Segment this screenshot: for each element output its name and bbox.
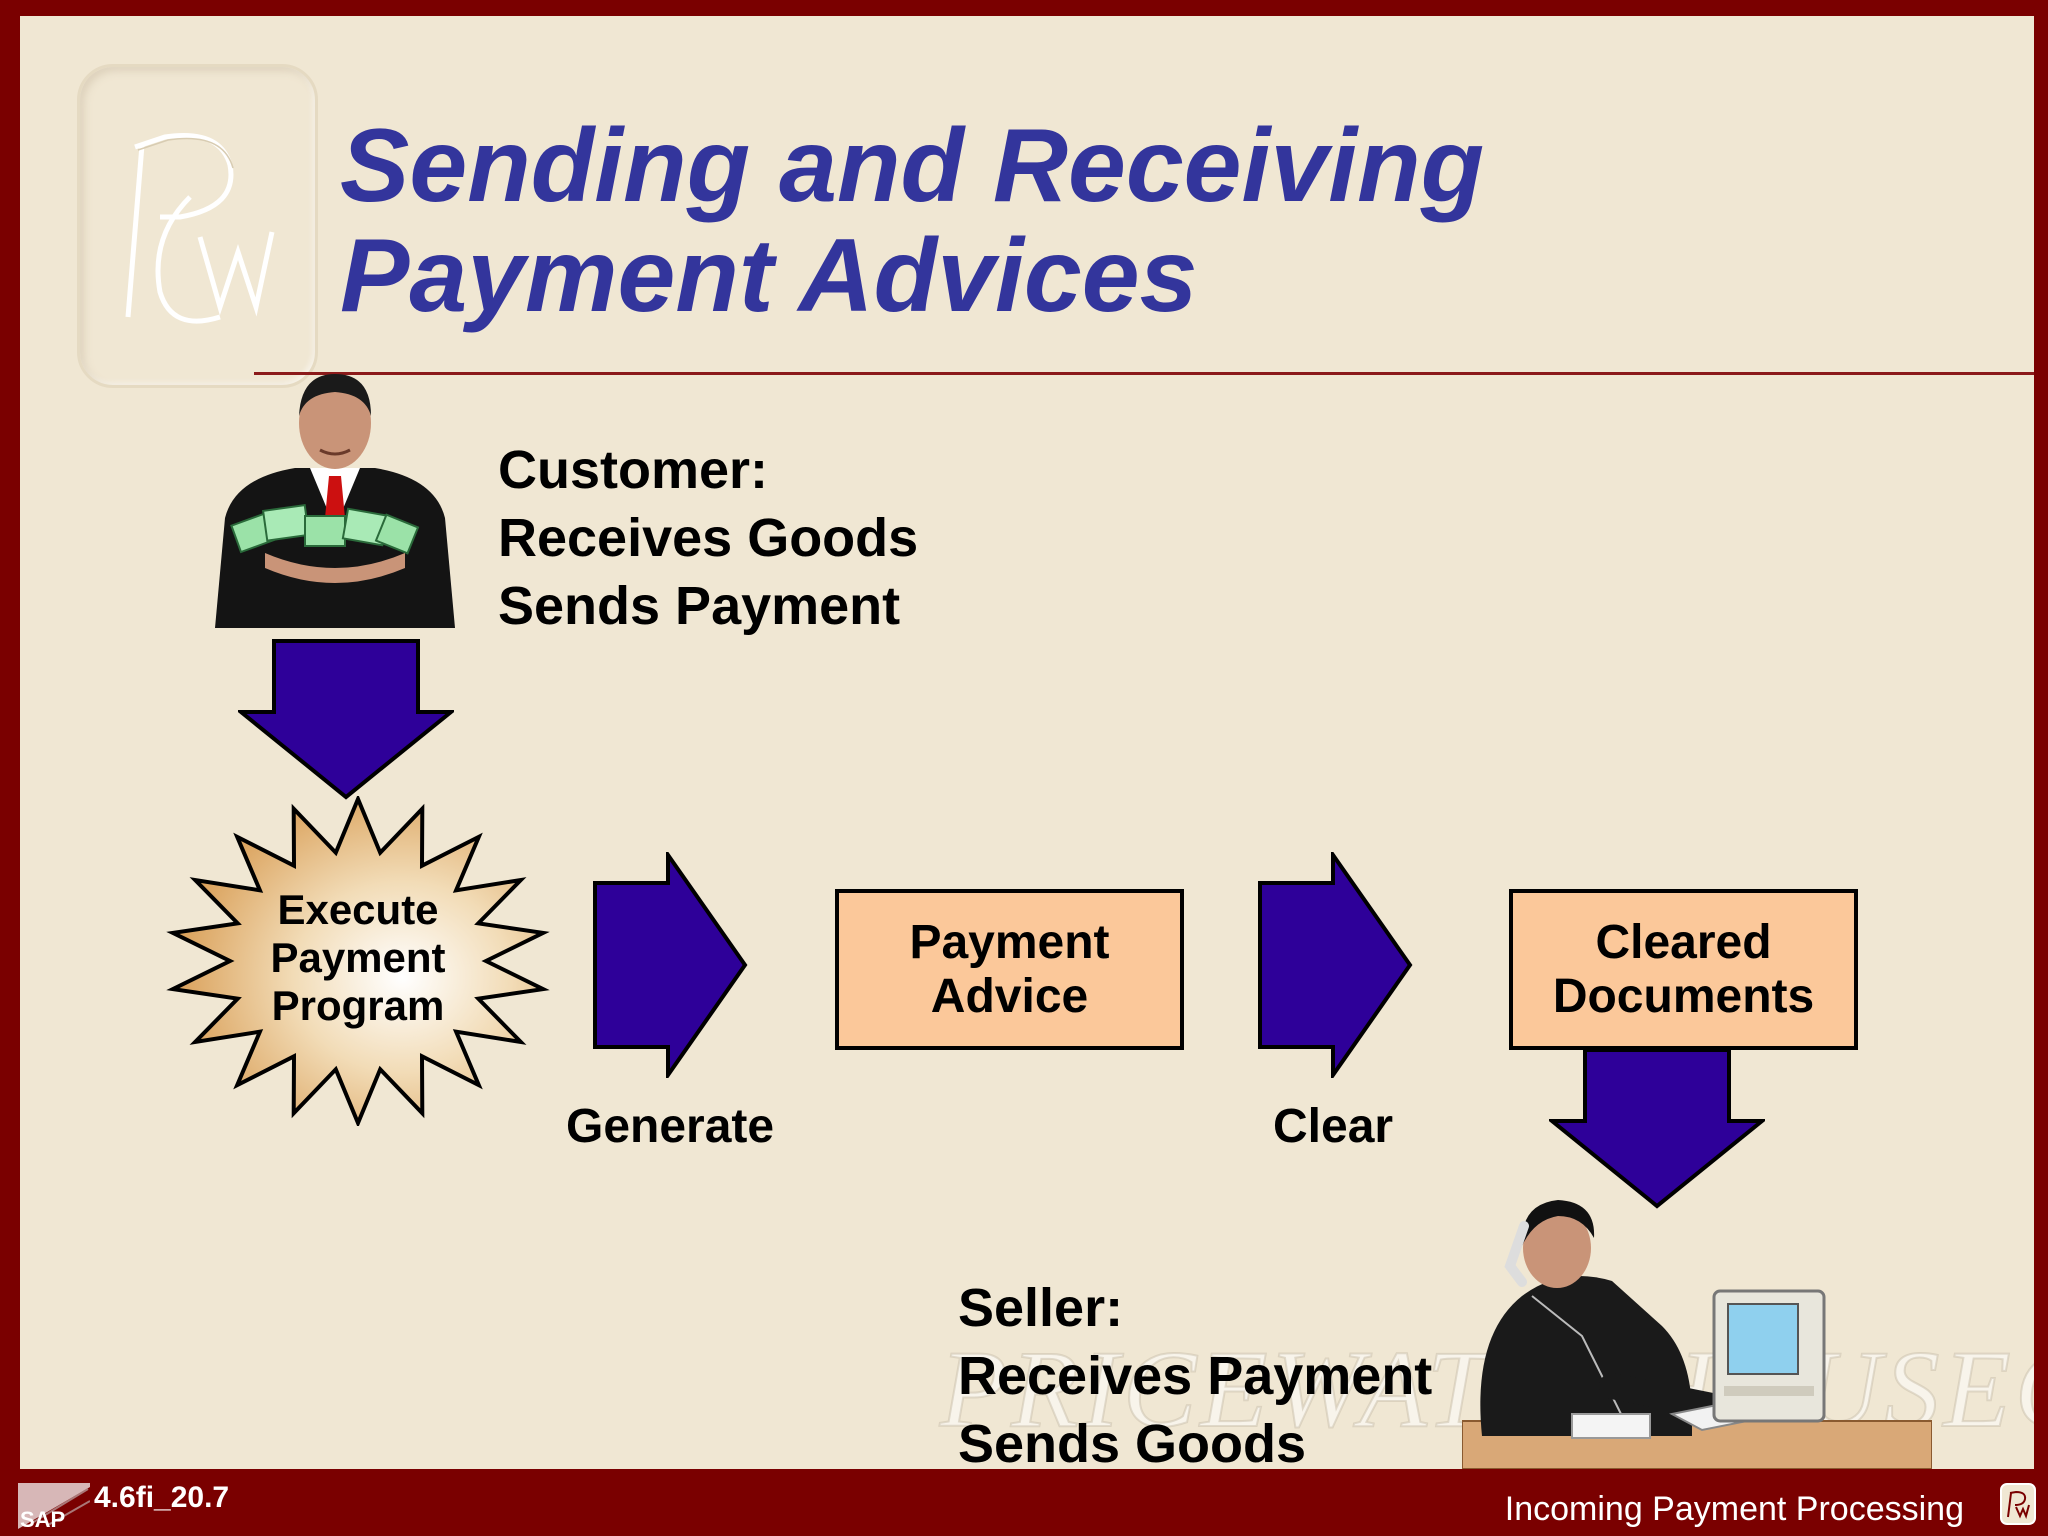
customer-heading: Customer: [498,440,769,500]
right-arrow-icon [1258,852,1413,1078]
seller-line-2: Sends Goods [958,1414,1307,1469]
pwc-logo-watermark [77,64,318,388]
businessman-on-phone-at-computer-icon [1462,1200,1932,1469]
right-arrow-icon [593,852,748,1078]
slide-title-line-1: Sending and Receiving [340,108,1485,224]
payment-advice-line-2: Advice [930,969,1089,1023]
starburst-line-3: Program [271,982,445,1029]
cleared-documents-line-1: Cleared [1595,915,1772,969]
clear-label: Clear [1273,1100,1394,1153]
down-arrow-icon [1549,1048,1765,1209]
execute-program-starburst [166,796,550,1126]
slide-code: 4.6fi_20.7 [94,1481,230,1514]
slide-footer: SAP 4.6fi_20.7 Incoming Payment Processi… [0,1469,2048,1536]
slide-canvas: Sending and Receiving Payment Advices PR… [20,16,2034,1469]
slide-title-line-2: Payment Advices [340,218,1198,334]
cleared-documents-box: Cleared Documents [1509,889,1858,1050]
footer-title: Incoming Payment Processing [1504,1490,1964,1528]
customer-line-1: Receives Goods [498,508,919,568]
customer-description: Customer: Receives Goods Sends Payment [498,436,918,640]
seller-heading: Seller: [958,1278,1124,1338]
businessman-with-money-icon [215,374,455,628]
down-arrow-icon [238,639,454,800]
payment-advice-line-1: Payment [909,915,1110,969]
payment-advice-box: Payment Advice [835,889,1184,1050]
cleared-documents-line-2: Documents [1552,969,1815,1023]
pwc-logo-small [2000,1483,2036,1525]
starburst-line-2: Payment [270,934,446,981]
title-divider [254,372,2034,375]
customer-line-2: Sends Payment [498,576,901,636]
starburst-label: Execute Payment Program [228,886,488,1030]
generate-label: Generate [566,1100,775,1153]
sap-logo: SAP [18,1483,90,1529]
seller-line-1: Receives Payment [958,1346,1433,1406]
sap-label: SAP [20,1507,65,1529]
starburst-line-1: Execute [277,886,439,933]
seller-description: Seller: Receives Payment Sends Goods [958,1274,1432,1469]
